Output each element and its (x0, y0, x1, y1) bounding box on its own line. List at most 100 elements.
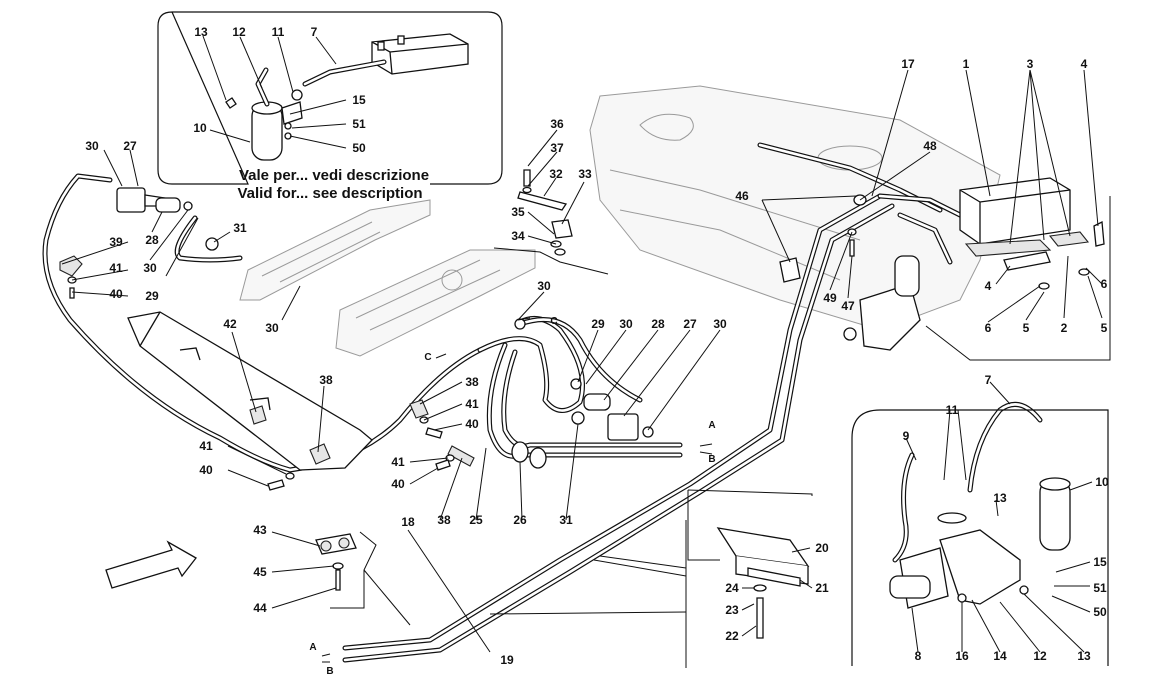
callout-11-right: 11 (946, 403, 959, 417)
callout-30-a: 30 (85, 139, 99, 153)
callout-3: 3 (1027, 57, 1034, 71)
clip-33 (551, 219, 573, 239)
callout-40-b: 40 (199, 463, 213, 477)
part-34-35 (550, 240, 566, 256)
leader-lines (330, 196, 1111, 668)
callout-18: 18 (401, 515, 415, 529)
connector-marks: C C A B A B (309, 316, 715, 677)
callout-20: 20 (815, 541, 829, 555)
connector-c-mid: C (550, 316, 557, 327)
bolt-40-41 (267, 472, 295, 491)
callout-13-inset: 13 (194, 25, 208, 39)
callout-19: 19 (500, 653, 514, 667)
clamp-43 (315, 533, 357, 555)
callout-6-a: 6 (985, 321, 992, 335)
callout-17: 17 (901, 57, 915, 71)
filter-27-mid (607, 413, 639, 441)
callout-48: 48 (923, 139, 937, 153)
callout-44: 44 (253, 601, 267, 615)
bracket-4 (1003, 220, 1105, 271)
callout-51-inset: 51 (352, 117, 366, 131)
clip-30-mid (514, 318, 654, 438)
callout-50-inset: 50 (352, 141, 366, 155)
washers-5-6 (1038, 268, 1090, 290)
connector-a-right: A (708, 420, 715, 431)
callout-4-a: 4 (1081, 57, 1088, 71)
callout-43: 43 (253, 523, 267, 537)
callout-38-a: 38 (319, 373, 333, 387)
connector-b-left: B (326, 666, 333, 677)
callout-28-b: 28 (651, 317, 665, 331)
clip-31-mid (571, 411, 585, 425)
bracket-20-21 (716, 527, 810, 639)
callout-13-right-a: 13 (993, 491, 1007, 505)
callout-25: 25 (469, 513, 483, 527)
callout-11-inset: 11 (272, 25, 285, 39)
brackets-3 (964, 231, 1090, 257)
callout-1: 1 (963, 57, 970, 71)
inset-canister (371, 33, 469, 75)
valve-assembly (843, 255, 921, 351)
callout-40-d: 40 (391, 477, 405, 491)
callout-7-inset: 7 (311, 25, 318, 39)
callout-37: 37 (550, 141, 564, 155)
callout-40-c: 40 (465, 417, 479, 431)
clip-31-left (205, 237, 219, 251)
clamps-25-26 (511, 441, 547, 469)
callout-30-b: 30 (143, 261, 157, 275)
note-line-it: Vale per... vedi descrizione (239, 167, 429, 184)
bolt-40-mid (419, 416, 443, 439)
callout-31-b: 31 (559, 513, 573, 527)
callout-23: 23 (725, 603, 739, 617)
callout-31-a: 31 (233, 221, 247, 235)
callout-9: 9 (903, 429, 910, 443)
callout-16: 16 (955, 649, 969, 663)
callout-42: 42 (223, 317, 237, 331)
callout-41-a: 41 (109, 261, 123, 275)
clip-42 (249, 405, 267, 425)
callout-27-a: 27 (123, 139, 137, 153)
engine-cover-upper (239, 199, 431, 301)
bolt-44 (335, 569, 341, 591)
callout-labels: 13 12 11 7 15 51 50 10 30 27 28 30 29 31… (85, 25, 1109, 667)
callout-47: 47 (841, 299, 855, 313)
clip-38-lower (435, 445, 475, 471)
callout-5-b: 5 (1101, 321, 1108, 335)
callout-10-inset: 10 (193, 121, 207, 135)
callout-5-a: 5 (1023, 321, 1030, 335)
engine-cover-lower (335, 249, 536, 357)
filter-28-mid (583, 393, 611, 411)
callout-40-a: 40 (109, 287, 123, 301)
callout-26: 26 (513, 513, 527, 527)
callout-2: 2 (1061, 321, 1068, 335)
callout-30-f: 30 (713, 317, 727, 331)
callout-10-right: 10 (1095, 475, 1109, 489)
callout-4-b: 4 (985, 279, 992, 293)
callout-41-d: 41 (391, 455, 405, 469)
callout-12-inset: 12 (232, 25, 246, 39)
callout-32: 32 (549, 167, 563, 181)
canister-1 (959, 177, 1071, 245)
callout-14: 14 (993, 649, 1007, 663)
callout-13-right-b: 13 (1077, 649, 1091, 663)
connector-c-left: C (424, 352, 431, 363)
callout-33: 33 (578, 167, 592, 181)
callout-15-inset: 15 (352, 93, 366, 107)
direction-arrow (105, 540, 197, 589)
callout-24: 24 (725, 581, 739, 595)
bolt-40-left (69, 287, 75, 299)
note-line-en: Valid for... see description (237, 185, 422, 202)
bracket-32 (517, 169, 568, 211)
callout-39: 39 (109, 235, 123, 249)
bolt-47 (849, 239, 855, 257)
callout-51-right: 51 (1093, 581, 1107, 595)
callout-27-b: 27 (683, 317, 697, 331)
callout-35: 35 (511, 205, 525, 219)
callout-30-d: 30 (537, 279, 551, 293)
connector-a-left: A (309, 642, 316, 653)
callout-46: 46 (735, 189, 749, 203)
filter-28 (155, 197, 193, 213)
pipe-network (42, 142, 1043, 663)
